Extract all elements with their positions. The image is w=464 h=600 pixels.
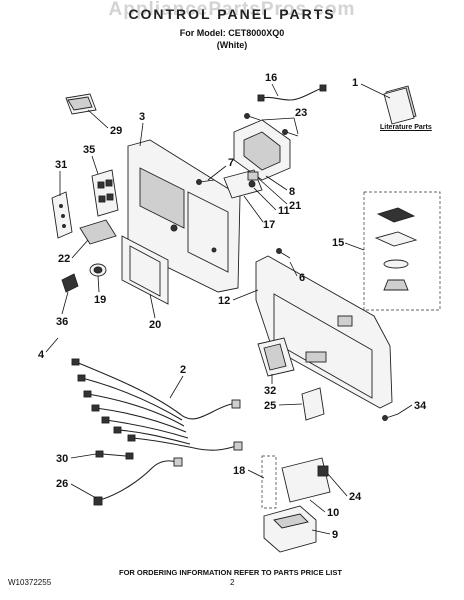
- callout-34: 34: [414, 400, 427, 412]
- ordering-note: FOR ORDERING INFORMATION REFER TO PARTS …: [119, 568, 342, 577]
- callout-24: 24: [349, 491, 362, 503]
- callout-2: 2: [180, 364, 186, 376]
- callout-30: 30: [56, 453, 68, 465]
- part-2-harness: [71, 358, 243, 451]
- callout-21: 21: [289, 200, 301, 212]
- callout-19: 19: [94, 294, 106, 306]
- part-12-frame: [255, 255, 393, 409]
- part-16-harness: [257, 84, 327, 102]
- part-26-pigtail: [93, 457, 183, 506]
- callout-26: 26: [56, 478, 68, 490]
- part-35-switch: [91, 169, 119, 217]
- leader-lines: [45, 83, 413, 535]
- callout-6: 6: [299, 272, 305, 284]
- part-32-bezel: [257, 337, 295, 377]
- watermark: AppliancePartsPros.com: [108, 0, 356, 20]
- part-23-screws: [244, 113, 299, 137]
- callout-25: 25: [264, 400, 276, 412]
- callout-18: 18: [233, 465, 245, 477]
- callout-7: 7: [228, 157, 234, 169]
- part-19-knob: [89, 263, 107, 277]
- page-number: 2: [230, 578, 235, 587]
- callout-1: 1: [352, 77, 358, 89]
- part-24-connector: [317, 465, 329, 477]
- callout-17: 17: [263, 219, 275, 231]
- part-9-housing: [263, 505, 317, 553]
- callout-8: 8: [289, 186, 295, 198]
- part-29-label: [65, 93, 97, 115]
- color-label: (White): [216, 40, 248, 50]
- part-31-plate: [51, 191, 73, 239]
- part-6-screw: [276, 248, 291, 259]
- part-11-clip: [248, 180, 256, 188]
- callout-12: 12: [218, 295, 230, 307]
- part-22-keypad: [79, 219, 117, 245]
- part-20-gasket: [121, 235, 169, 305]
- part-literature: [383, 85, 417, 125]
- doc-number: W10372255: [8, 578, 52, 587]
- callout-22: 22: [58, 253, 70, 265]
- callout-10: 10: [327, 507, 339, 519]
- literature-label: Literature Parts: [380, 124, 432, 131]
- callout-23: 23: [295, 107, 307, 119]
- callout-15: 15: [332, 237, 344, 249]
- callout-32: 32: [264, 385, 276, 397]
- callout-4: 4: [38, 349, 45, 361]
- callout-31: 31: [55, 159, 67, 171]
- callout-29: 29: [110, 125, 122, 137]
- model-label: For Model: CET8000XQ0: [179, 28, 285, 38]
- part-36-key: [61, 273, 79, 293]
- callout-11: 11: [278, 205, 290, 217]
- callout-9: 9: [332, 529, 338, 541]
- page-title: CONTROL PANEL PARTS: [128, 6, 336, 22]
- part-25-bracket: [301, 387, 325, 421]
- callout-35: 35: [83, 144, 95, 156]
- callout-36: 36: [56, 316, 68, 328]
- callout-3: 3: [139, 111, 145, 123]
- callout-20: 20: [149, 319, 161, 331]
- part-15-kit: [363, 191, 441, 311]
- part-18-bracket: [261, 455, 277, 509]
- callout-16: 16: [265, 72, 277, 84]
- part-8-control-box: [233, 119, 291, 181]
- part-7-screw: [196, 179, 215, 185]
- part-21-switch: [247, 171, 259, 181]
- part-34-screw: [382, 413, 399, 421]
